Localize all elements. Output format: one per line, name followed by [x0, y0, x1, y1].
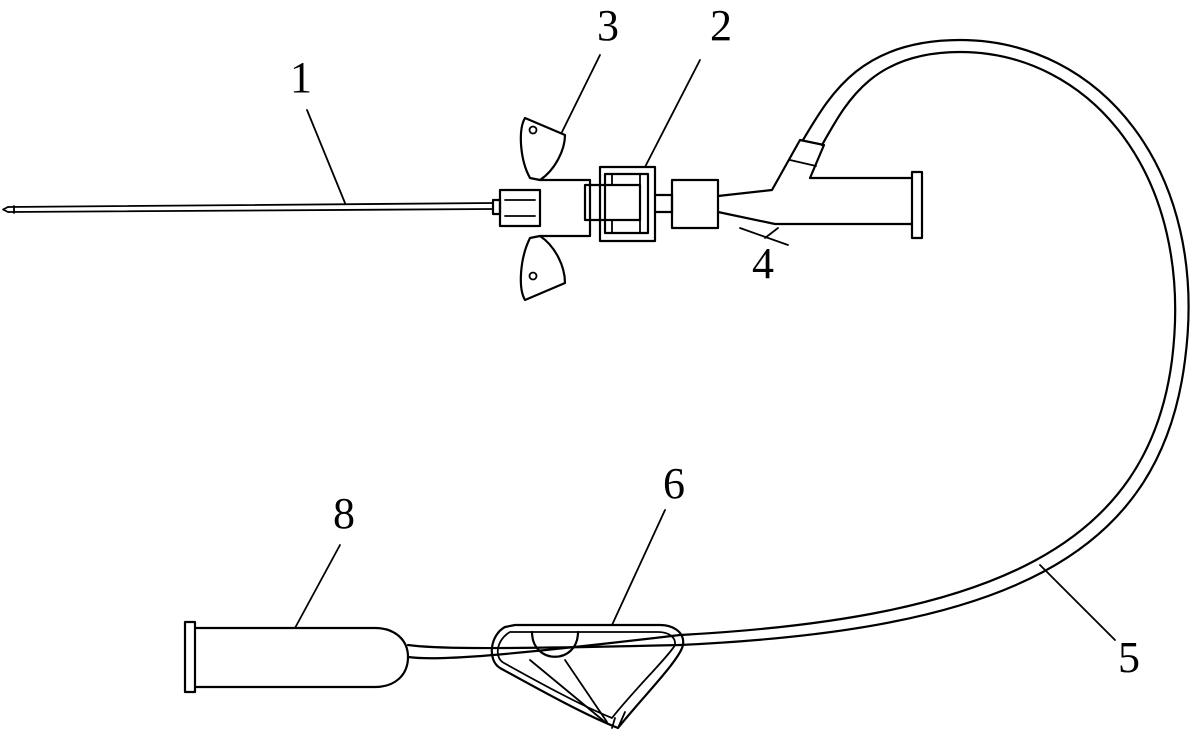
connector-clamp [583, 165, 674, 243]
label-part-6: 6 [663, 459, 685, 508]
needle-hub [498, 188, 542, 228]
y-connector [670, 138, 924, 240]
needle [2, 198, 502, 216]
syringe-barrel [183, 620, 410, 694]
tube-to-syringe [406, 633, 682, 723]
part-labels: 1 2 3 4 5 6 8 [290, 1, 1140, 682]
loop-clip [490, 623, 685, 730]
leader-lines [294, 54, 1116, 641]
label-part-4: 4 [752, 239, 774, 288]
label-part-1: 1 [290, 53, 312, 102]
flexible-tube [678, 38, 1190, 647]
label-part-8: 8 [333, 489, 355, 538]
label-part-3: 3 [597, 1, 619, 50]
label-part-2: 2 [710, 1, 732, 50]
butterfly-wings [519, 116, 592, 302]
label-part-5: 5 [1118, 633, 1140, 682]
